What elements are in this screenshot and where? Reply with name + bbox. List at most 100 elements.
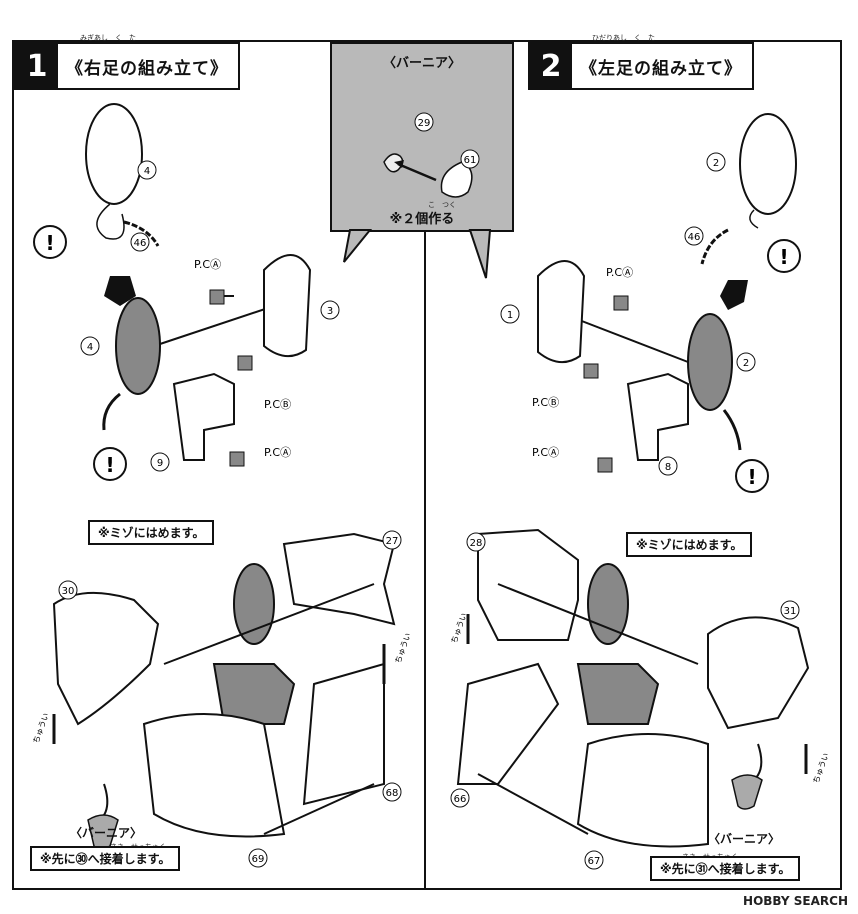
svg-text:4: 4 — [87, 342, 93, 353]
callout-label: 〈バーニア〉 — [382, 56, 461, 71]
part-4-shaded — [115, 297, 161, 395]
part-number: 9 — [150, 452, 170, 472]
callout-note-ruby: こ つく — [428, 201, 456, 209]
svg-text:!: ! — [747, 465, 756, 489]
part-number: 1 — [500, 304, 520, 324]
part-67 — [576, 733, 709, 848]
part-28 — [477, 528, 579, 641]
part-30 — [52, 591, 160, 726]
pc-label: P.CⒷ — [532, 396, 559, 409]
svg-text:9: 9 — [157, 458, 163, 469]
part-number: 66 — [450, 788, 470, 808]
part-4-upper — [85, 103, 143, 205]
part-number: 30 — [58, 580, 78, 600]
part-69 — [142, 713, 286, 838]
svg-text:31: 31 — [784, 606, 797, 617]
right-glue-note: ※先に㉛へ接着します。 — [650, 856, 801, 881]
pc-label: P.CⒶ — [264, 446, 291, 459]
side-mark: ちゅうい — [31, 712, 50, 745]
step-2-ruby: ひだりあし く た — [592, 34, 655, 42]
part-number: 46 — [684, 226, 704, 246]
svg-text:29: 29 — [418, 118, 431, 129]
step-1-ruby: みぎあし く た — [80, 34, 136, 42]
center-vernier-shaded — [233, 563, 275, 645]
part-number: 31 — [780, 600, 800, 620]
part-number: 8 — [658, 456, 678, 476]
right-part-numbers: 2 46 1 8 28 31 66 67 2 P.CⒶ P.CⒷ P.CⒶ ちゅ… — [449, 152, 831, 870]
svg-text:61: 61 — [464, 155, 477, 166]
part-8 — [626, 372, 689, 461]
vernier-callout-drawing — [383, 153, 473, 198]
pc-label: P.CⒷ — [264, 398, 291, 411]
right-vernier — [731, 774, 763, 810]
left-assembly-drawing: ! ! — [33, 103, 396, 850]
pc-label: P.CⒶ — [532, 446, 559, 459]
part-number: 68 — [382, 782, 402, 802]
step-1-number: 1 — [16, 44, 58, 88]
svg-text:1: 1 — [507, 310, 513, 321]
svg-text:46: 46 — [134, 238, 147, 249]
step-2-title: 《左足の組み立て》 — [580, 58, 742, 79]
svg-text:27: 27 — [386, 536, 399, 547]
step-1-header: 1 《右足の組み立て》 — [14, 42, 240, 90]
part-number: 28 — [466, 532, 486, 552]
caution-icon-4 — [735, 459, 769, 493]
part-number: 2 — [736, 352, 756, 372]
svg-text:66: 66 — [454, 794, 467, 805]
svg-text:2: 2 — [743, 358, 749, 369]
side-mark: ちゅうい — [811, 752, 830, 785]
right-vernier-label: 〈バーニア〉 — [708, 832, 781, 846]
part-1 — [537, 260, 586, 363]
watermark: HOBBY SEARCH — [743, 894, 848, 908]
vernier-callout: 〈バーニア〉 29 61 こ つく ※２個作る — [330, 42, 514, 232]
part-31 — [707, 616, 810, 730]
svg-text:28: 28 — [470, 538, 483, 549]
svg-text:69: 69 — [252, 854, 265, 865]
step-1-title: 《右足の組み立て》 — [66, 58, 228, 79]
svg-text:8: 8 — [665, 462, 671, 473]
part-2-upper — [739, 113, 797, 215]
pc-label: P.CⒶ — [194, 258, 221, 271]
step-2-header: 2 《左足の組み立て》 — [528, 42, 754, 90]
part-9 — [172, 372, 235, 461]
svg-text:!: ! — [779, 245, 788, 269]
side-mark: ちゅうい — [393, 632, 412, 665]
caution-icon-2 — [93, 447, 127, 481]
part-number: 69 — [248, 848, 268, 868]
part-27 — [282, 532, 396, 626]
part-number: 67 — [584, 850, 604, 870]
caution-icon-3 — [767, 239, 801, 273]
right-groove-note: ※ミゾにはめます。 — [626, 532, 753, 557]
svg-text:!: ! — [45, 231, 54, 255]
part-3 — [263, 254, 312, 357]
svg-text:4: 4 — [144, 166, 150, 177]
part-number: 27 — [382, 530, 402, 550]
side-mark: ちゅうい — [449, 612, 468, 645]
diagram-frame — [12, 40, 842, 890]
left-vernier-label: 〈バーニア〉 — [70, 826, 143, 840]
part-68 — [302, 662, 385, 806]
part-number: 2 — [706, 152, 726, 172]
part-number: 46 — [130, 232, 150, 252]
left-glue-note: ※先に㉚へ接着します。 — [30, 846, 181, 871]
down-arrow-icon — [104, 276, 136, 306]
svg-text:3: 3 — [327, 306, 333, 317]
left-part-numbers: 4 46 3 9 30 27 68 69 4 P.CⒶ P.CⒷ P.CⒶ ちゅ… — [31, 160, 413, 868]
caution-icon-1 — [33, 225, 67, 259]
callout-note: ※２個作る — [389, 212, 455, 227]
part-66 — [456, 662, 560, 785]
svg-text:46: 46 — [688, 232, 701, 243]
svg-text:30: 30 — [62, 586, 75, 597]
panel-divider — [424, 40, 426, 890]
svg-text:68: 68 — [386, 788, 399, 799]
part-number: 3 — [320, 300, 340, 320]
svg-text:!: ! — [105, 453, 114, 477]
left-groove-note: ※ミゾにはめます。 — [88, 520, 215, 545]
part-number: 4 — [80, 336, 100, 356]
pc-label: P.CⒶ — [606, 266, 633, 279]
part-number: 4 — [137, 160, 157, 180]
down-arrow-icon — [720, 280, 748, 310]
svg-text:2: 2 — [713, 158, 719, 169]
step-2-number: 2 — [530, 44, 572, 88]
svg-text:67: 67 — [588, 856, 601, 867]
